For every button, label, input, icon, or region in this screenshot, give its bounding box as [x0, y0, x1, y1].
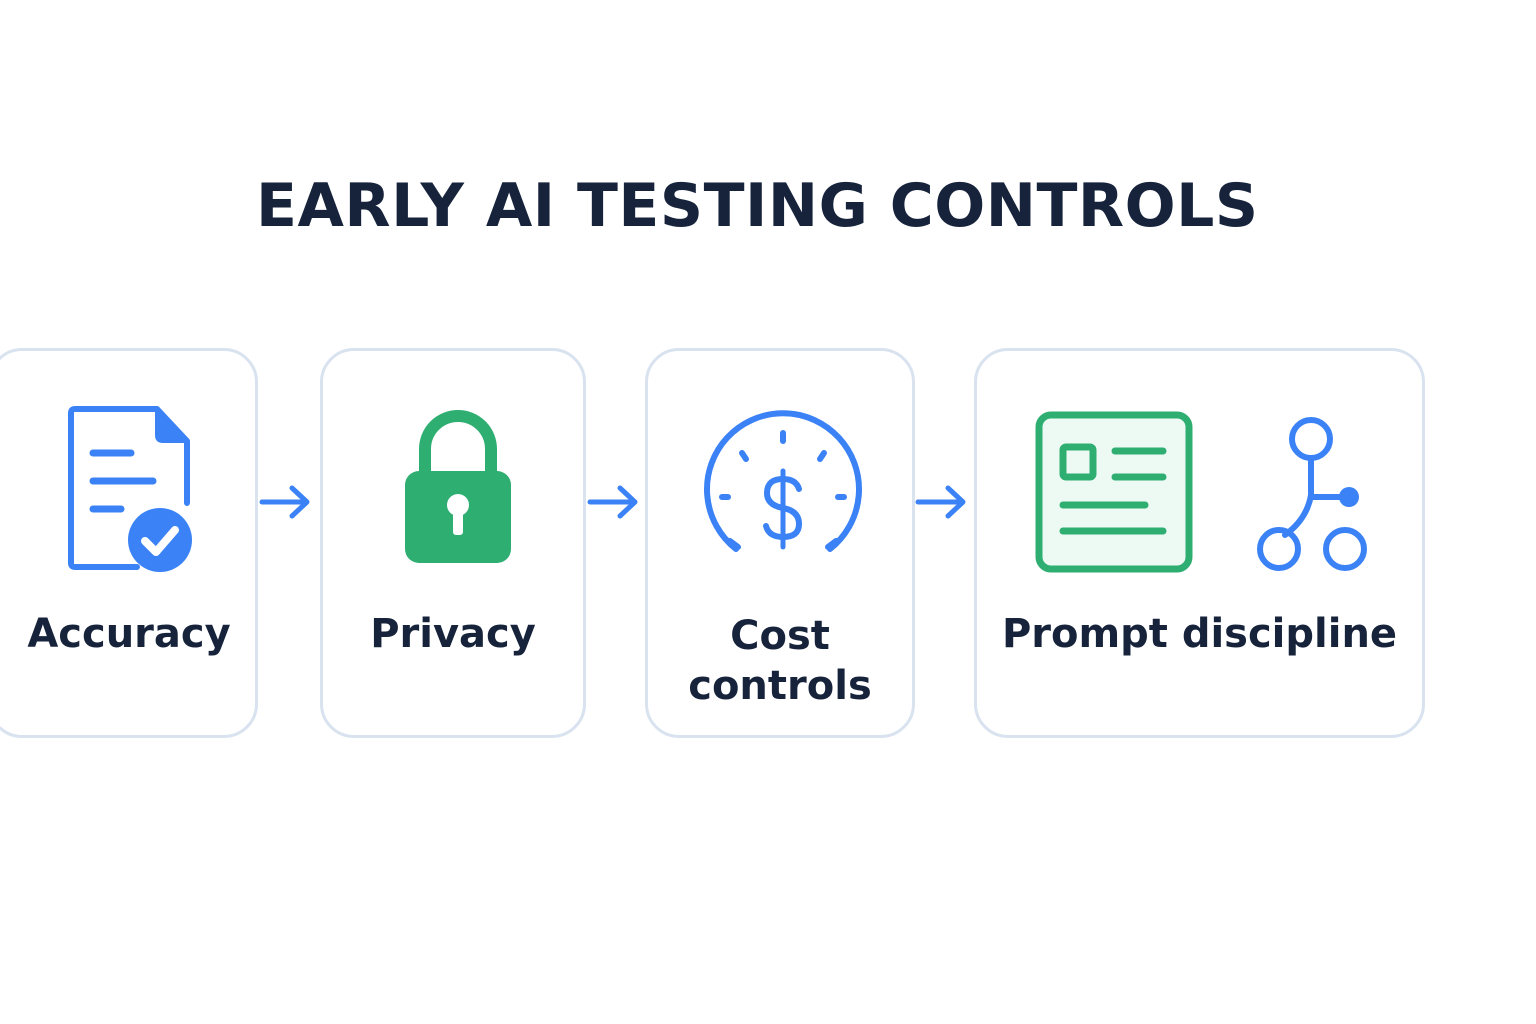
arrow-right-icon [915, 485, 966, 519]
step-label-cost-controls: Cost controls [688, 613, 872, 709]
step-card-cost-controls: Cost controls [645, 348, 915, 738]
step-label-accuracy: Accuracy [27, 611, 231, 657]
arrow-right-icon [259, 485, 310, 519]
dollar-gauge-icon [704, 410, 862, 552]
step-label-prompt-discipline: Prompt discipline [1001, 611, 1398, 657]
arrow-right-icon [587, 485, 638, 519]
padlock-icon [405, 410, 511, 563]
prompt-card-icon [1035, 411, 1193, 573]
branching-flow-icon [1257, 417, 1367, 571]
diagram-title: EARLY AI TESTING CONTROLS [256, 171, 1259, 241]
document-check-icon [68, 406, 192, 572]
step-card-privacy: Privacy [320, 348, 586, 738]
step-card-prompt-discipline: Prompt discipline [974, 348, 1425, 738]
step-label-privacy: Privacy [370, 611, 536, 657]
step-card-accuracy: Accuracy [0, 348, 258, 738]
